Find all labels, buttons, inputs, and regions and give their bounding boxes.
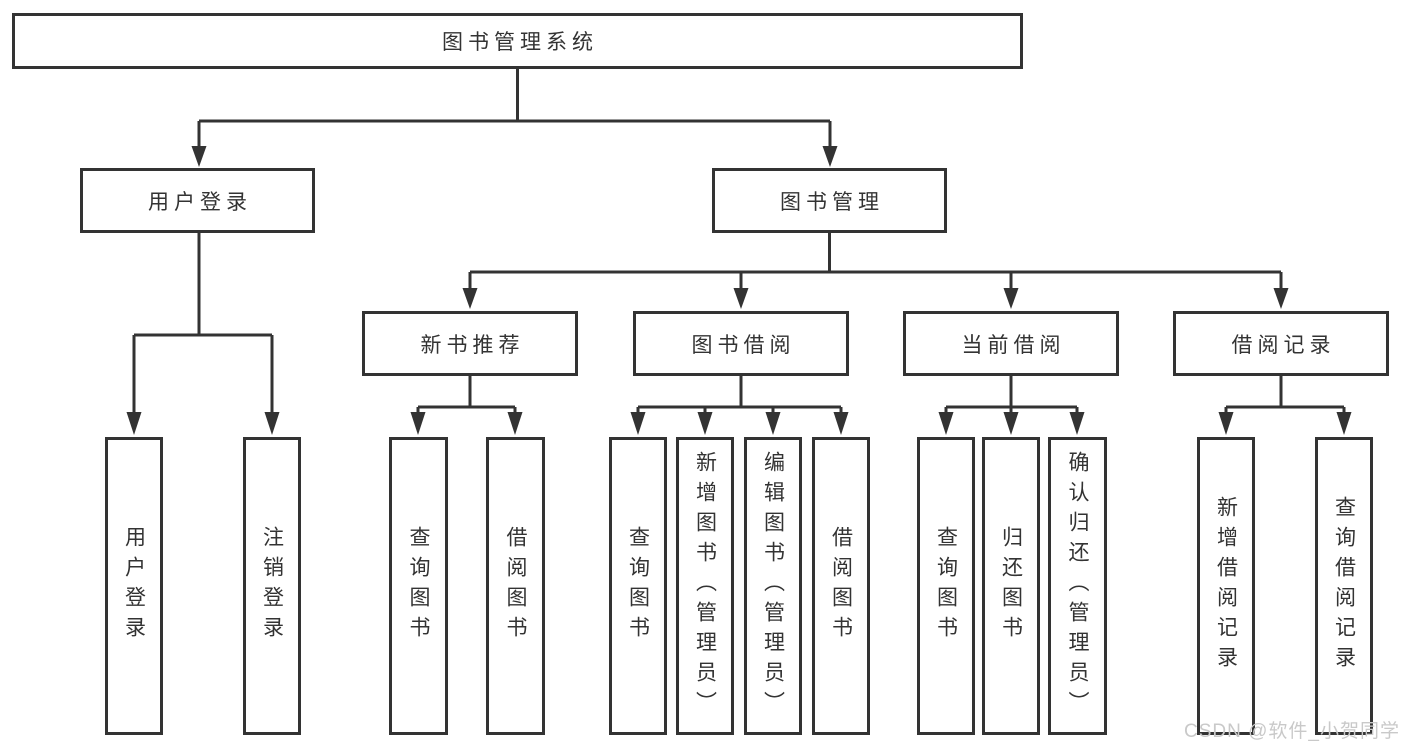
- node-current-borrow: 当前借阅: [903, 311, 1119, 376]
- node-new-book-recommend: 新书推荐: [362, 311, 578, 376]
- leaf-label: 查询图书: [934, 526, 958, 646]
- node-borrow-record: 借阅记录: [1173, 311, 1389, 376]
- leaf-return-book: 归还图书: [982, 437, 1040, 735]
- leaf-user-login: 用户登录: [105, 437, 163, 735]
- leaf-logout: 注销登录: [243, 437, 301, 735]
- arrowhead-icons: [126, 146, 1352, 435]
- leaf-query-book-2: 查询图书: [609, 437, 667, 735]
- leaf-label: 新增图书（管理员）: [693, 451, 717, 721]
- leaf-query-book-3: 查询图书: [917, 437, 975, 735]
- leaf-confirm-return-admin: 确认归还（管理员）: [1048, 437, 1107, 735]
- leaf-query-borrow-record: 查询借阅记录: [1315, 437, 1373, 735]
- leaf-label: 查询图书: [407, 526, 430, 646]
- node-label: 借阅记录: [1231, 333, 1336, 357]
- node-label: 当前借阅: [961, 333, 1066, 357]
- csdn-watermark: CSDN @软件_小贺同学: [1184, 721, 1400, 742]
- leaf-edit-book-admin: 编辑图书（管理员）: [744, 437, 802, 735]
- leaf-label: 借阅图书: [829, 526, 853, 646]
- leaf-label: 查询借阅记录: [1332, 496, 1356, 676]
- node-book-borrow: 图书借阅: [633, 311, 849, 376]
- leaf-label: 编辑图书（管理员）: [761, 451, 785, 721]
- node-label: 图书管理系统: [442, 31, 598, 54]
- node-root-system: 图书管理系统: [12, 13, 1023, 69]
- leaf-borrow-book-2: 借阅图书: [812, 437, 870, 735]
- leaf-add-book-admin: 新增图书（管理员）: [676, 437, 734, 735]
- node-label: 用户登录: [148, 190, 252, 214]
- node-label: 新书推荐: [420, 333, 525, 357]
- leaf-add-borrow-record: 新增借阅记录: [1197, 437, 1255, 735]
- leaf-label: 注销登录: [260, 526, 284, 646]
- leaf-label: 借阅图书: [504, 526, 527, 646]
- leaf-label: 新增借阅记录: [1214, 496, 1238, 676]
- leaf-label: 查询图书: [626, 526, 650, 646]
- node-label: 图书借阅: [691, 333, 796, 357]
- node-book-management: 图书管理: [712, 168, 947, 233]
- node-label: 图书管理: [780, 190, 884, 214]
- leaf-label: 归还图书: [999, 526, 1023, 646]
- node-user-login: 用户登录: [80, 168, 315, 233]
- leaf-label: 用户登录: [122, 526, 146, 646]
- leaf-borrow-book-1: 借阅图书: [486, 437, 545, 735]
- leaf-label: 确认归还（管理员）: [1066, 451, 1089, 721]
- leaf-query-book-1: 查询图书: [389, 437, 448, 735]
